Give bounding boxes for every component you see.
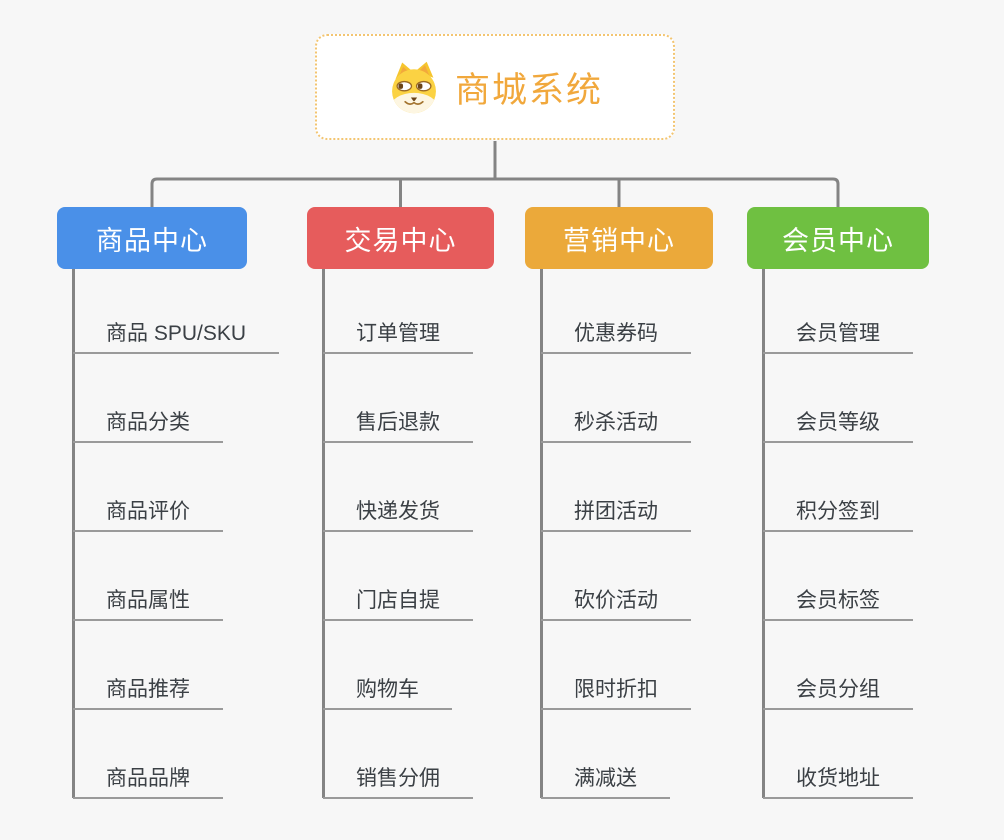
leaf-item[interactable]: 商品品牌	[73, 762, 223, 799]
branch-trunk-line	[540, 269, 543, 798]
leaf-item[interactable]: 商品推荐	[73, 673, 223, 710]
leaf-row: 积分签到	[763, 443, 929, 532]
leaf-item[interactable]: 会员等级	[763, 406, 913, 443]
leaf-item[interactable]: 积分签到	[763, 495, 913, 532]
leaf-item[interactable]: 拼团活动	[541, 495, 691, 532]
branch-leaves: 商品 SPU/SKU 商品分类商品评价商品属性商品推荐商品品牌	[73, 269, 280, 799]
leaf-item[interactable]: 购物车	[323, 673, 452, 710]
branch-node-trade-center[interactable]: 交易中心	[307, 207, 494, 269]
leaf-row: 商品评价	[73, 443, 279, 532]
leaf-row: 商品品牌	[73, 710, 279, 799]
branch-node-marketing-center[interactable]: 营销中心	[525, 207, 713, 269]
branch-column-product-center: 商品中心 商品 SPU/SKU 商品分类商品评价商品属性商品推荐商品品牌	[57, 207, 280, 799]
doge-icon	[387, 60, 441, 114]
branch-trunk-line	[762, 269, 765, 798]
branch-leaves: 订单管理售后退款快递发货门店自提购物车销售分佣	[323, 269, 494, 799]
leaf-item[interactable]: 商品评价	[73, 495, 223, 532]
leaf-item[interactable]: 满减送	[541, 762, 670, 799]
leaf-row: 快递发货	[323, 443, 494, 532]
leaf-item[interactable]: 收货地址	[763, 762, 913, 799]
branch-trunk-line	[72, 269, 75, 798]
leaf-item[interactable]: 售后退款	[323, 406, 473, 443]
leaf-item[interactable]: 优惠券码	[541, 317, 691, 354]
leaf-item[interactable]: 快递发货	[323, 495, 473, 532]
branch-column-marketing-center: 营销中心 优惠券码秒杀活动拼团活动砍价活动限时折扣满减送	[525, 207, 713, 799]
leaf-item[interactable]: 限时折扣	[541, 673, 691, 710]
root-title: 商城系统	[454, 70, 603, 110]
branch-leaves: 会员管理会员等级积分签到会员标签会员分组收货地址	[763, 269, 929, 799]
branch-column-member-center: 会员中心 会员管理会员等级积分签到会员标签会员分组收货地址	[747, 207, 929, 799]
leaf-row: 砍价活动	[541, 532, 713, 621]
branch-label: 会员中心	[782, 225, 894, 256]
root-node[interactable]: 商城系统	[315, 34, 675, 140]
leaf-item[interactable]: 订单管理	[323, 317, 473, 354]
leaf-row: 商品推荐	[73, 621, 279, 710]
branch-label: 交易中心	[344, 225, 457, 256]
branch-label: 营销中心	[563, 225, 675, 256]
branch-column-trade-center: 交易中心 订单管理售后退款快递发货门店自提购物车销售分佣	[307, 207, 494, 799]
leaf-item[interactable]: 销售分佣	[323, 762, 473, 799]
leaf-item[interactable]: 砍价活动	[541, 584, 691, 621]
leaf-row: 购物车	[323, 621, 494, 710]
leaf-row: 秒杀活动	[541, 354, 713, 443]
leaf-row: 商品分类	[73, 354, 279, 443]
leaf-item[interactable]: 秒杀活动	[541, 406, 691, 443]
leaf-row: 售后退款	[323, 354, 494, 443]
leaf-row: 拼团活动	[541, 443, 713, 532]
leaf-row: 门店自提	[323, 532, 494, 621]
branch-leaves: 优惠券码秒杀活动拼团活动砍价活动限时折扣满减送	[541, 269, 713, 799]
leaf-item[interactable]: 商品属性	[73, 584, 223, 621]
leaf-row: 会员分组	[763, 621, 929, 710]
branch-node-member-center[interactable]: 会员中心	[747, 207, 929, 269]
leaf-row: 满减送	[541, 710, 713, 799]
leaf-row: 商品 SPU/SKU	[73, 269, 280, 354]
branch-trunk-line	[322, 269, 325, 798]
leaf-item[interactable]: 门店自提	[323, 584, 473, 621]
branch-label: 商品中心	[96, 225, 208, 256]
leaf-row: 优惠券码	[541, 269, 713, 354]
leaf-row: 商品属性	[73, 532, 279, 621]
leaf-row: 会员管理	[763, 269, 929, 354]
leaf-row: 收货地址	[763, 710, 929, 799]
leaf-item[interactable]: 商品分类	[73, 406, 223, 443]
leaf-row: 销售分佣	[323, 710, 494, 799]
leaf-row: 限时折扣	[541, 621, 713, 710]
leaf-item[interactable]: 会员分组	[763, 673, 913, 710]
leaf-item[interactable]: 商品 SPU/SKU	[73, 317, 280, 354]
branch-node-product-center[interactable]: 商品中心	[57, 207, 247, 269]
leaf-row: 会员标签	[763, 532, 929, 621]
leaf-item[interactable]: 会员标签	[763, 584, 913, 621]
leaf-item[interactable]: 会员管理	[763, 317, 913, 354]
leaf-row: 会员等级	[763, 354, 929, 443]
leaf-row: 订单管理	[323, 269, 494, 354]
